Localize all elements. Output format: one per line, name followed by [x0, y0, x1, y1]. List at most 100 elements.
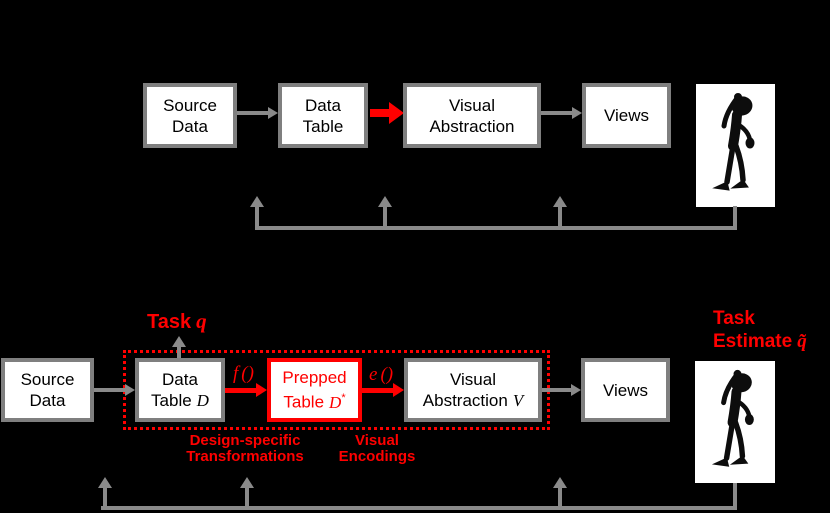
box-label-line: Data — [172, 116, 208, 136]
top-source-data-box: Source Data — [143, 83, 237, 148]
bottom-feedback-horizontal-line — [101, 506, 737, 510]
arrow-abstraction-to-views-bottom — [542, 384, 581, 396]
math-variable: V — [512, 391, 524, 410]
arrow-line — [558, 488, 562, 506]
box-label: Data Table — [303, 95, 344, 137]
e-function-label: e() — [369, 364, 393, 386]
arrow-head-icon — [98, 477, 112, 488]
arrow-line — [558, 207, 562, 226]
box-label: Views — [602, 380, 649, 400]
box-label-line: Visual — [448, 95, 495, 115]
arrow-head-icon — [125, 384, 135, 396]
arrow-e-encoding — [362, 383, 404, 397]
box-label: Source Data — [163, 95, 217, 137]
person-figure-bottom — [695, 361, 775, 483]
annotation-line: Transformations — [186, 448, 304, 465]
arrow-head-icon — [378, 196, 392, 207]
annotation-line: Encodings — [338, 448, 416, 465]
top-feedback-horizontal-line — [255, 226, 737, 230]
box-label-line: Source — [163, 95, 217, 115]
top-feedback-arrow-1 — [250, 196, 264, 226]
function-parens: () — [380, 364, 394, 385]
arrow-line — [542, 388, 571, 392]
top-views-box: Views — [582, 83, 671, 148]
annotation-line: Visual — [355, 432, 399, 449]
person-figure-top — [696, 84, 775, 207]
arrow-source-to-datatable — [237, 107, 278, 119]
arrow-head-icon — [553, 196, 567, 207]
arrow-head-icon — [571, 384, 581, 396]
visual-encodings-label: Visual Encodings — [327, 433, 427, 465]
task-variable: q — [196, 309, 207, 333]
top-feedback-arrow-2 — [378, 196, 392, 226]
arrow-head-icon — [250, 196, 264, 207]
arrow-line — [177, 347, 181, 358]
person-scratching-head-icon — [712, 93, 755, 191]
arrow-line — [383, 207, 387, 226]
arrow-red-datatable-to-abstraction — [370, 102, 404, 124]
bottom-source-data-box: Source Data — [1, 358, 94, 422]
arrow-line — [94, 388, 125, 392]
bottom-feedback-arrow-2 — [240, 477, 254, 506]
arrow-line — [237, 111, 268, 115]
estimate-variable: q̃ — [797, 331, 807, 352]
arrow-head-icon — [553, 477, 567, 488]
box-label-line: Prepped — [282, 368, 347, 388]
top-visual-abstraction-box: Visual Abstraction — [403, 83, 541, 148]
person-scratching-head-icon — [711, 369, 754, 467]
label-word: Abstraction — [422, 391, 508, 410]
arrow-head-icon — [256, 383, 267, 397]
arrow-line — [245, 488, 249, 506]
arrow-head-icon — [240, 477, 254, 488]
bottom-feedback-arrow-3 — [553, 477, 567, 506]
arrow-head-icon — [572, 107, 582, 119]
arrow-f-transformation — [225, 383, 267, 397]
box-label-line: Table — [302, 116, 344, 136]
arrow-line — [362, 387, 393, 393]
function-parens: () — [241, 363, 254, 384]
box-label: Views — [603, 106, 650, 125]
math-variable: D — [329, 392, 342, 412]
box-label-line: Data — [29, 391, 66, 410]
math-variable: D — [196, 391, 209, 410]
function-name: e — [369, 364, 378, 385]
arrow-abstraction-to-views — [541, 107, 582, 119]
arrow-head-icon — [389, 102, 404, 124]
arrow-line — [255, 207, 259, 226]
annotation-line: Design-specific — [189, 432, 301, 449]
function-name: f — [233, 363, 239, 384]
arrow-head-icon — [393, 383, 404, 397]
box-label-line: Source — [20, 370, 75, 389]
arrow-source-to-datatable-bottom — [94, 384, 135, 396]
top-feedback-arrow-3 — [553, 196, 567, 226]
f-function-label: f() — [233, 363, 254, 385]
arrow-line — [541, 111, 572, 115]
box-label: Visual Abstraction — [429, 95, 514, 137]
box-label-line: Abstraction — [429, 116, 515, 136]
math-superscript: * — [341, 392, 346, 405]
design-transformations-label: Design-specific Transformations — [160, 433, 330, 465]
box-label-line: Data — [305, 95, 341, 115]
box-label-line: Visual — [450, 370, 496, 389]
top-data-table-box: Data Table — [278, 83, 368, 148]
arrow-head-icon — [172, 336, 186, 347]
bottom-feedback-vertical-line — [733, 483, 737, 506]
task-arrow — [172, 336, 186, 358]
bottom-feedback-arrow-1 — [98, 477, 112, 506]
estimate-word: Estimate — [713, 331, 793, 352]
bottom-views-box: Views — [581, 358, 670, 422]
arrow-head-icon — [268, 107, 278, 119]
label-word: Table — [151, 391, 192, 410]
arrow-line — [225, 387, 256, 393]
